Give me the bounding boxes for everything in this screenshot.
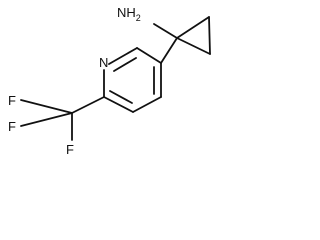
cyclopropane-bond-2 — [208, 16, 211, 55]
bond-ring-to-cyclopropyl — [160, 37, 178, 64]
fluorine-label-2: F — [8, 119, 16, 134]
cyclopropane-bond-1 — [176, 16, 210, 39]
bond-ring-to-cf3 — [71, 96, 105, 114]
pyridine-ring — [103, 47, 162, 113]
amine-subscript: 2 — [136, 13, 141, 23]
trifluoromethyl-group — [20, 96, 105, 141]
bond-c4-c5 — [132, 96, 162, 113]
fluorine-label-1: F — [8, 93, 16, 108]
aromatic-bond-inner-1 — [113, 57, 137, 72]
cyclopropane-bond-3 — [176, 37, 211, 55]
bond-cf3-f2 — [20, 112, 73, 127]
aromatic-bond-inner-3 — [109, 90, 133, 104]
amine-label: NH2 — [117, 5, 141, 23]
bond-cf3-f1 — [20, 99, 73, 114]
fluorine-label-3: F — [66, 142, 74, 157]
chemical-structure-diagram: NH2 N F F F — [8, 5, 211, 157]
bond-c5-c6 — [103, 96, 134, 113]
structure-canvas: NH2 N F F F — [0, 0, 220, 158]
bond-cyclopropyl-to-amine — [153, 23, 178, 39]
bond-n1-c2 — [108, 47, 138, 65]
cyclopropyl-group — [153, 16, 211, 64]
bond-c2-c3 — [136, 47, 162, 64]
pyridine-nitrogen-label: N — [99, 55, 108, 70]
amine-symbol: NH — [117, 5, 136, 20]
